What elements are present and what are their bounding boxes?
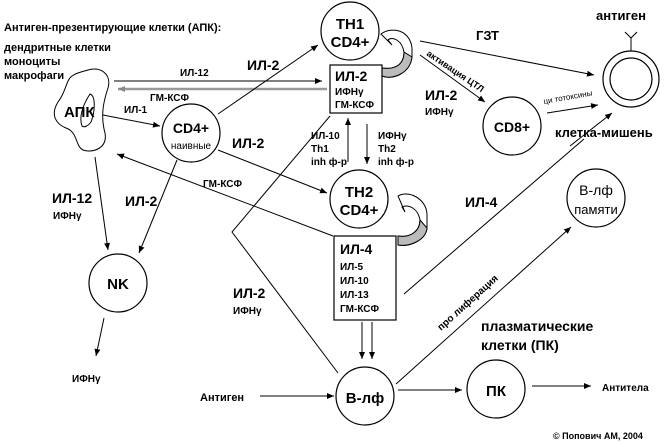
b-memory-line2: памяти (574, 202, 617, 217)
nk-label: NK (107, 276, 129, 293)
edge-il4-arrowhead (569, 112, 613, 147)
label-antigen-in: Антиген (200, 392, 244, 404)
cd8-label: CD8+ (494, 119, 530, 135)
label-ifng-cd8: ИФНγ (425, 107, 454, 118)
antigen-receptor-arms (624, 31, 638, 39)
label-ifng-nk: ИФНγ (53, 211, 82, 222)
th1-cytokine: ИФНγ (335, 87, 364, 98)
node-cd4-naive: CD4+ наивные (161, 103, 221, 163)
apk-label: АПК (64, 104, 95, 121)
edge-gzt (419, 40, 595, 77)
label-cytotoxins: ци тотоксины (543, 88, 593, 105)
edge-cytotoxins (546, 103, 599, 114)
edge-apk-nk (94, 156, 111, 251)
label-ifng-blf: ИФНγ (233, 306, 262, 317)
pk-label: ПК (486, 383, 507, 400)
label-il2-blf: ИЛ-2 (233, 285, 266, 301)
edge-il4-target (403, 138, 585, 295)
label-il2-th1: ИЛ-2 (247, 57, 280, 73)
label-il4: ИЛ-4 (465, 194, 498, 210)
th1-line2: CD4+ (331, 34, 370, 51)
edge-ctl-activation (419, 54, 486, 103)
label-il2-cd8: ИЛ-2 (425, 87, 458, 103)
b-memory-line1: В-лф (579, 182, 613, 198)
legend-item: макрофаги (4, 70, 64, 82)
node-th1: TH1 CD4+ (320, 1, 380, 61)
th1-cytokine: ИЛ-2 (335, 68, 368, 84)
label-plasma-1: плазматические (481, 318, 593, 334)
label-th1-th2: Th2 (378, 144, 396, 155)
legend-title: Антиген-презентирующие клетки (АПК): (4, 22, 221, 34)
label-antibodies: Антитела (602, 383, 649, 394)
edge-cd4-th2 (217, 149, 328, 194)
th2-cytokine: ГМ-КСФ (340, 304, 380, 315)
label-gzt: ГЗТ (476, 28, 499, 43)
th2-cytokine: ИЛ-10 (340, 276, 369, 287)
node-cd8: CD8+ (482, 96, 542, 156)
label-th1-th2: ИФНγ (378, 131, 407, 142)
legend-item: дендритные клетки (4, 42, 111, 54)
th2-cytokine: ИЛ-4 (340, 241, 373, 257)
th2-cytokine: ИЛ-13 (340, 290, 369, 301)
cd4-naive-line2: наивные (171, 141, 212, 152)
copyright: © Попович АМ, 2004 (553, 431, 643, 441)
th2-cytokine-box: ИЛ-4 ИЛ-5 ИЛ-10 ИЛ-13 ГМ-КСФ (333, 235, 397, 321)
edge-th1-blf (231, 115, 339, 374)
label-plasma-2: клетки (ПК) (481, 337, 559, 353)
node-b-memory: В-лф памяти (566, 168, 626, 228)
edge-cd4-nk (138, 159, 178, 254)
th1-cytokine-box: ИЛ-2 ИФНγ ГМ-КСФ (329, 64, 383, 114)
label-gmcsf-mid: ГМ-КСФ (203, 179, 243, 190)
label-il2-nk: ИЛ-2 (125, 193, 158, 209)
node-pk: ПК (466, 359, 526, 419)
edge-gmcsf-mid (116, 153, 334, 237)
th2-cytokine: ИЛ-5 (340, 262, 364, 273)
th1-cytokine: ГМ-КСФ (335, 100, 375, 111)
label-th1-th2: inh ф-р (378, 156, 414, 168)
th2-line1: TH2 (345, 184, 373, 201)
th1-line1: TH1 (336, 16, 364, 33)
node-b-lf: В-лф (335, 366, 395, 426)
th2-line2: CD4+ (340, 202, 379, 219)
node-nk: NK (88, 253, 148, 313)
edge-il1 (102, 114, 161, 128)
cd4-naive-line1: CD4+ (173, 120, 209, 136)
label-il1: ИЛ-1 (124, 105, 148, 116)
label-th2-th1: Th1 (311, 144, 329, 155)
th1-autocrine-shade (381, 51, 413, 78)
edge-cd4-th1 (217, 44, 319, 115)
label-th2-th1: inh ф-р (311, 156, 347, 168)
node-apk: АПК (53, 68, 110, 152)
target-label: клетка-мишень (555, 125, 653, 140)
label-gmcsf-top: ГМ-КСФ (150, 93, 190, 104)
node-target-cell: антиген клетка-мишень (555, 8, 660, 140)
legend-item: моноциты (4, 56, 60, 68)
node-th2: TH2 CD4+ (329, 169, 389, 229)
b-lf-label: В-лф (346, 390, 384, 407)
edge-proliferation (395, 226, 572, 385)
label-il12-nk: ИЛ-12 (52, 190, 92, 206)
edge-nk-out (94, 317, 105, 357)
label-il2-th2: ИЛ-2 (232, 135, 265, 151)
th2-autocrine-shade (397, 218, 428, 246)
target-antigen-label: антиген (596, 8, 646, 23)
label-nk-out: ИФНγ (72, 374, 101, 385)
label-il12-top: ИЛ-12 (180, 68, 209, 79)
label-th2-th1: ИЛ-10 (311, 131, 340, 142)
